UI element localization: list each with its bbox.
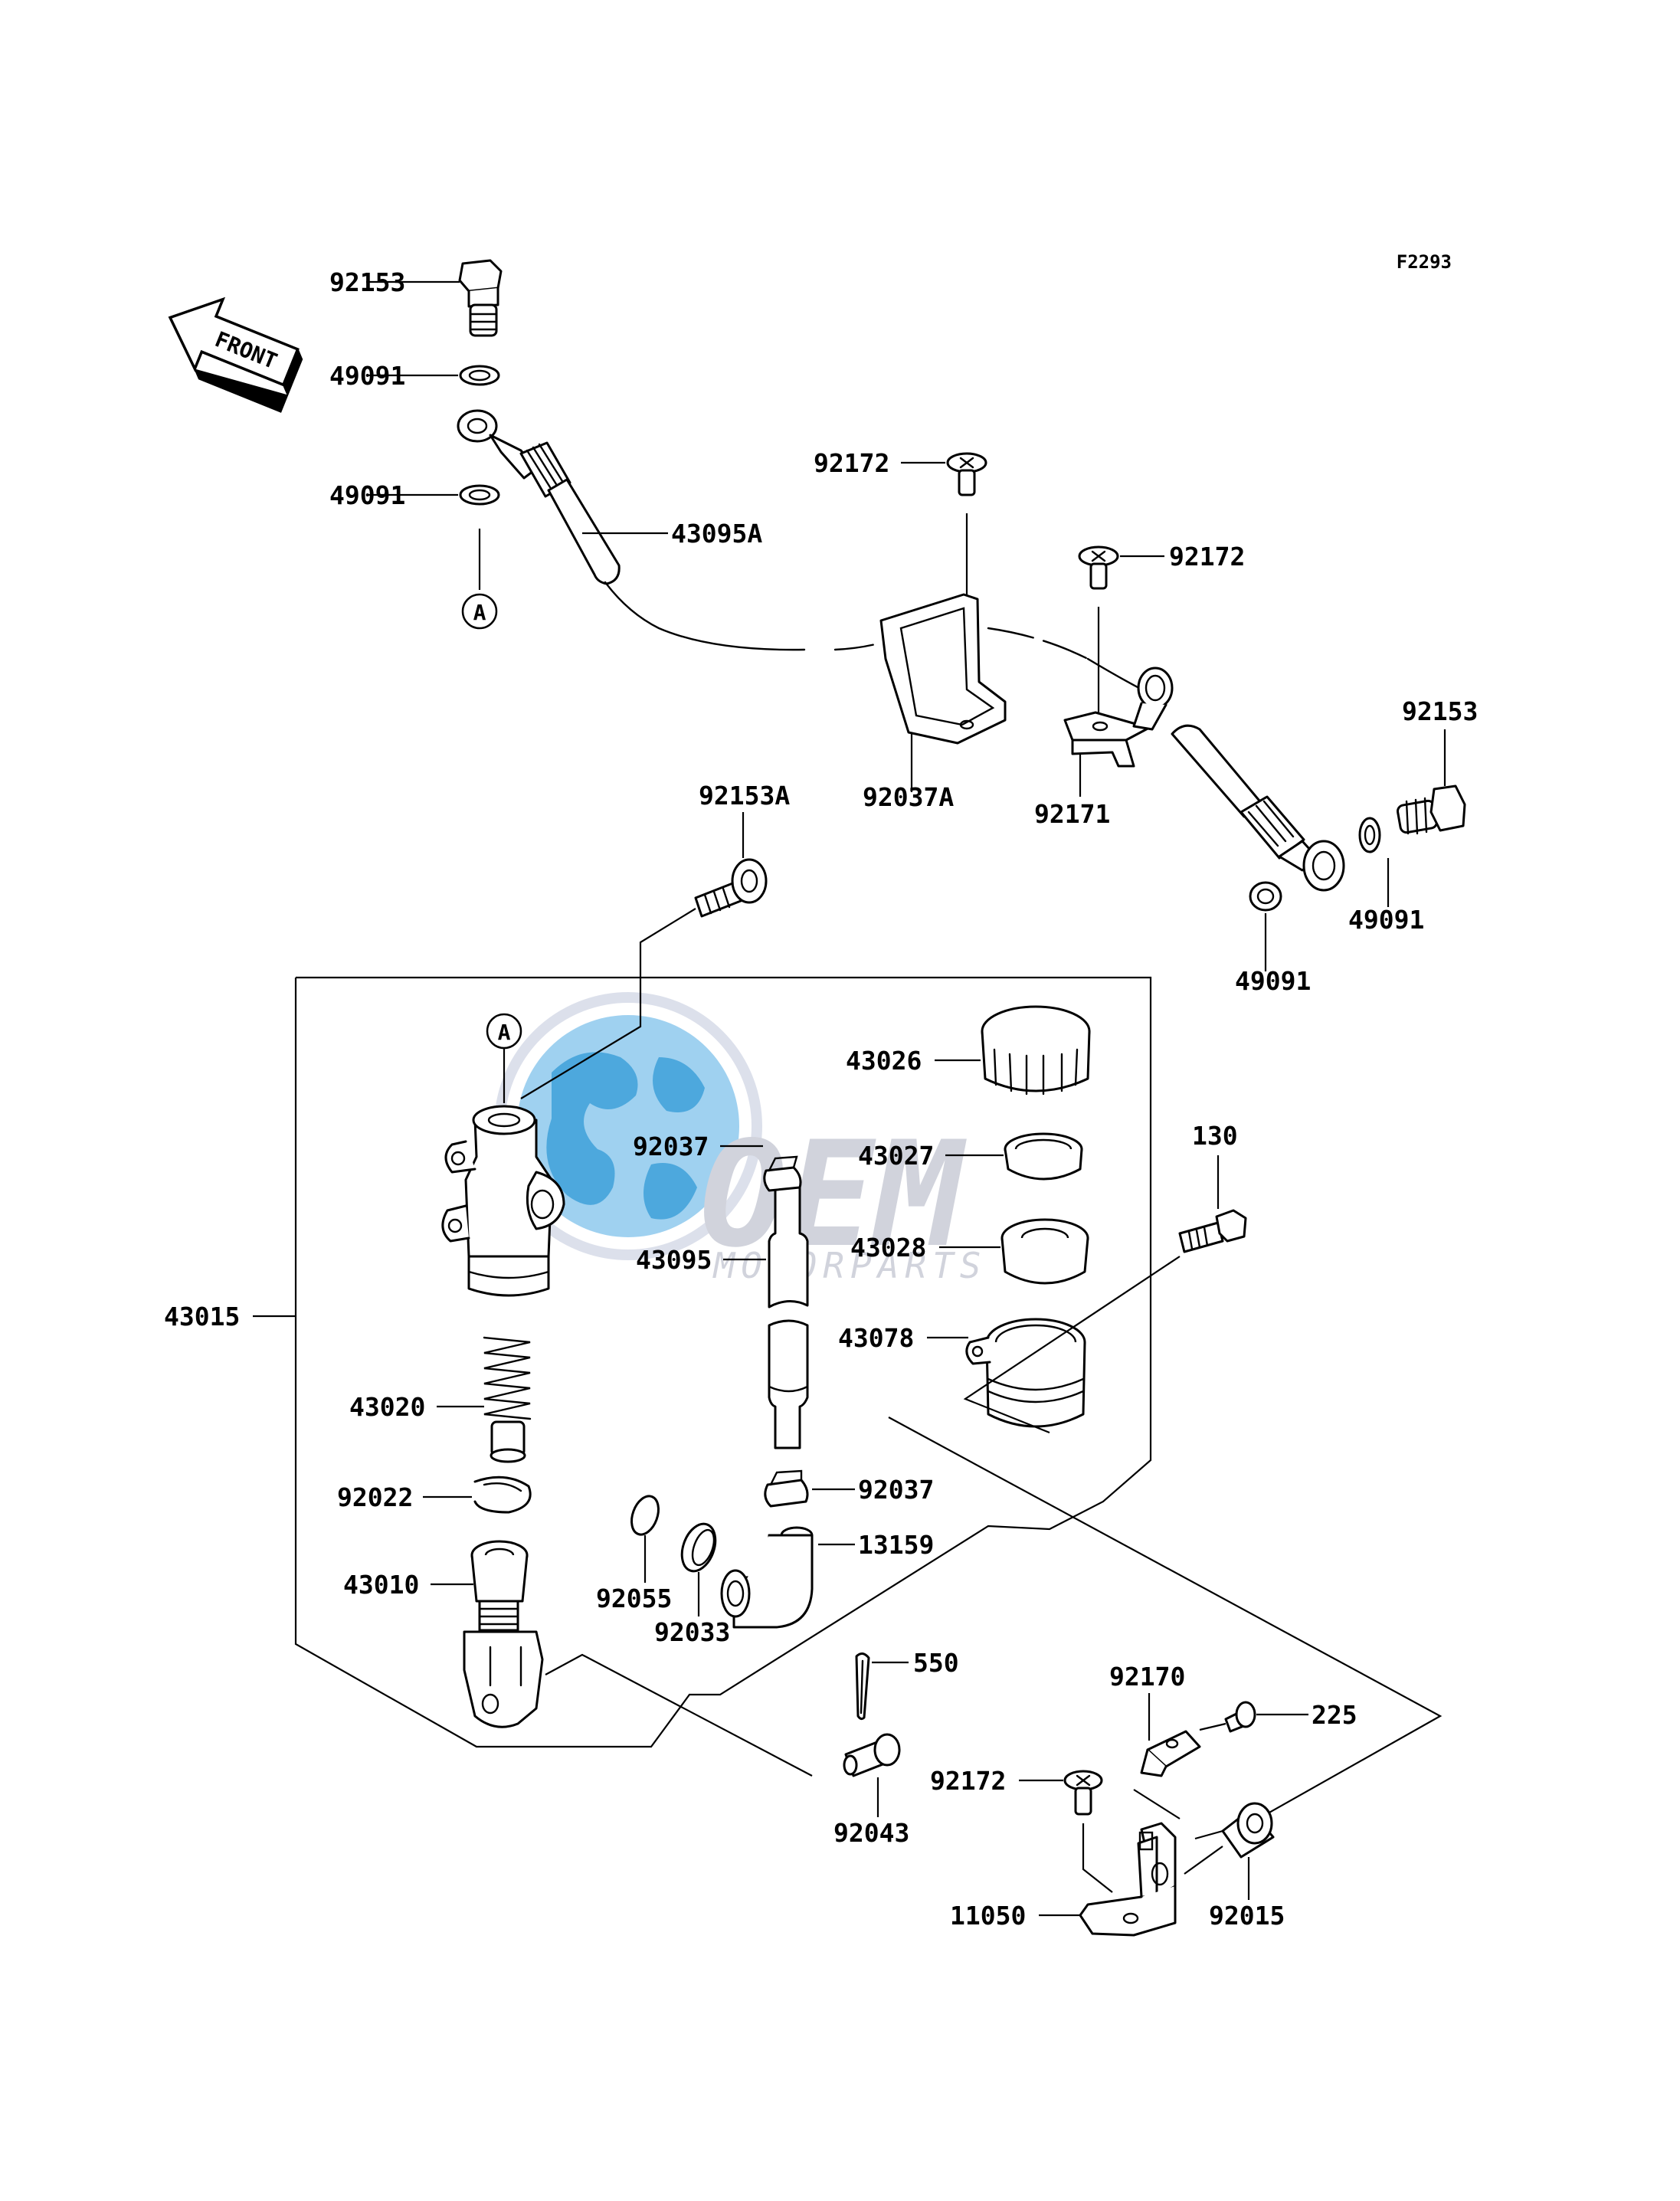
banjo-bolt-part: [458, 259, 503, 337]
callout-49091-d: 49091: [1235, 966, 1311, 996]
screw-part: [1063, 1770, 1103, 1816]
hose-clip-part: [763, 1155, 802, 1192]
callout-550: 550: [913, 1648, 959, 1678]
banjo-bolt-part: [1397, 784, 1466, 835]
callout-43010: 43010: [343, 1570, 419, 1600]
screw-part: [946, 452, 987, 496]
bolt-part: [1178, 1209, 1247, 1253]
washer-part: [1358, 817, 1381, 853]
callout-43095A: 43095A: [671, 519, 762, 549]
diaphragm-part: [1000, 1218, 1089, 1285]
callout-43026: 43026: [846, 1046, 922, 1076]
brake-hose-part: [457, 409, 890, 651]
circlip-part: [473, 1476, 532, 1514]
callout-92172-a: 92172: [814, 448, 889, 478]
watermark-sub: MOTORPARTS: [712, 1245, 987, 1286]
callout-130: 130: [1192, 1121, 1238, 1151]
bleeder-bolt-part: [694, 858, 768, 918]
callout-43028: 43028: [850, 1233, 926, 1263]
hose-clamp-part: [1063, 667, 1174, 768]
reference-marker-a-body-label: A: [498, 1020, 511, 1045]
front-arrow-icon: FRONT: [168, 296, 303, 413]
callout-92172-c: 92172: [930, 1766, 1006, 1796]
reservoir-plate-part: [1004, 1132, 1083, 1181]
callout-11050: 11050: [950, 1901, 1026, 1931]
reservoir-hose-part: [768, 1172, 809, 1449]
callout-92171: 92171: [1034, 799, 1110, 829]
o-ring-part: [630, 1495, 660, 1536]
spring-part: [483, 1336, 532, 1463]
pushrod-part: [463, 1540, 544, 1728]
assembly-outline: [294, 976, 1152, 1748]
hose-bracket-part: [879, 593, 1007, 745]
callout-92170: 92170: [1109, 1662, 1185, 1692]
callout-92153-top: 92153: [329, 267, 405, 297]
screw-part: [1224, 1701, 1256, 1733]
mount-bracket-part: [1079, 1822, 1177, 1937]
callout-92015: 92015: [1209, 1901, 1285, 1931]
reference-marker-a-top: [461, 593, 498, 630]
screw-part: [1078, 545, 1119, 590]
hose-elbow-part: [720, 1526, 814, 1629]
callout-92022: 92022: [337, 1482, 413, 1512]
brake-hose-end-part: [1171, 724, 1345, 892]
callout-92043: 92043: [833, 1818, 909, 1848]
small-bracket-part: [1140, 1730, 1201, 1777]
master-cylinder-body-part: [441, 1105, 565, 1297]
callout-43027: 43027: [858, 1141, 934, 1171]
callout-49091-a: 49091: [329, 361, 405, 391]
callout-92037-a: 92037: [633, 1132, 709, 1161]
callout-49091-c: 49091: [1348, 905, 1424, 935]
globe-land: [546, 1052, 705, 1220]
callout-43015: 43015: [164, 1302, 240, 1331]
callout-92153-right: 92153: [1402, 696, 1478, 726]
diagram-code: F2293: [1397, 251, 1452, 273]
washer-part: [1249, 881, 1282, 912]
reference-marker-a-top-label: A: [473, 600, 486, 625]
clevis-pin-part: [843, 1733, 901, 1777]
reservoir-cap-part: [981, 1005, 1091, 1096]
callout-92037-b: 92037: [858, 1475, 934, 1505]
callout-225: 225: [1312, 1700, 1357, 1730]
bushing-part: [1221, 1802, 1275, 1859]
callout-92153A: 92153A: [699, 781, 790, 811]
washer-part: [459, 365, 500, 386]
callout-13159: 13159: [858, 1530, 934, 1560]
callout-49091-b: 49091: [329, 480, 405, 510]
watermark: OEM MOTORPARTS: [494, 992, 987, 1286]
watermark-brand: OEM: [699, 1110, 967, 1279]
callout-43095: 43095: [636, 1245, 712, 1275]
callout-92172-b: 92172: [1169, 542, 1245, 572]
callout-92055: 92055: [596, 1584, 672, 1613]
callout-43078: 43078: [838, 1323, 914, 1353]
circlip-part: [680, 1522, 717, 1573]
callout-92033: 92033: [654, 1617, 730, 1647]
callout-92037A: 92037A: [863, 782, 954, 812]
cotter-pin-part: [855, 1652, 870, 1721]
callout-43020: 43020: [349, 1392, 425, 1422]
reservoir-part: [965, 1318, 1086, 1428]
hose-clip-part: [764, 1469, 809, 1508]
